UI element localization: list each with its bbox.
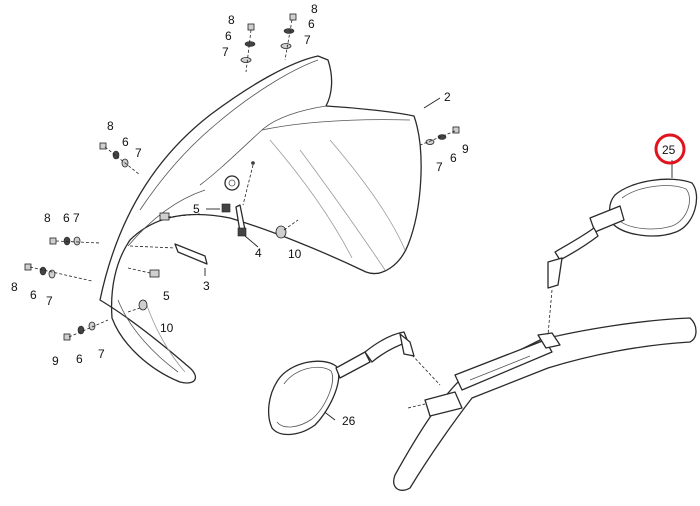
callout-6: 6 — [450, 151, 457, 165]
grommet-icon — [39, 266, 47, 276]
handlebar — [393, 317, 697, 491]
washer-icon — [73, 236, 81, 246]
screw-icon — [49, 237, 57, 245]
screw-icon — [289, 13, 297, 21]
callout-8: 8 — [11, 280, 18, 294]
grommet-icon — [283, 28, 295, 34]
callout-6: 6 — [308, 17, 315, 31]
callout-3: 3 — [203, 279, 210, 293]
callout-7: 7 — [135, 146, 142, 160]
callout-5: 5 — [163, 289, 170, 303]
callout-8: 8 — [44, 211, 51, 225]
callout-25: 25 — [662, 143, 676, 157]
callout-labels: 8 6 7 8 6 7 2 9 6 7 8 6 7 5 4 10 8 6 7 8… — [11, 2, 676, 428]
callout-9: 9 — [52, 354, 59, 368]
callout-4: 4 — [255, 246, 262, 260]
mirror-right — [547, 178, 698, 336]
grommet-icon — [244, 41, 256, 47]
callout-7: 7 — [98, 347, 105, 361]
callout-6: 6 — [63, 211, 70, 225]
callout-7: 7 — [304, 33, 311, 47]
screw-icon — [99, 142, 107, 150]
washer-icon — [425, 139, 435, 145]
callout-6: 6 — [122, 135, 129, 149]
rivet-icon — [275, 225, 287, 239]
callout-7: 7 — [222, 45, 229, 59]
callout-8: 8 — [311, 2, 318, 16]
callout-5: 5 — [193, 202, 200, 216]
callout-9: 9 — [462, 142, 469, 156]
callout-7: 7 — [436, 160, 443, 174]
washer-icon — [88, 321, 96, 331]
callout-7: 7 — [73, 211, 80, 225]
front-fairing — [99, 55, 422, 384]
clip-nut-icon — [221, 203, 231, 213]
callout-10: 10 — [160, 321, 174, 335]
callout-2: 2 — [444, 90, 451, 104]
hardware-group — [24, 13, 460, 341]
bracket-icon — [174, 243, 208, 265]
grommet-icon — [63, 236, 71, 246]
callout-26: 26 — [342, 414, 356, 428]
screw-icon — [247, 23, 255, 31]
bolt-head-icon — [237, 227, 247, 237]
callout-8: 8 — [107, 119, 114, 133]
callout-10: 10 — [288, 247, 302, 261]
screw-icon — [452, 126, 460, 134]
pin-icon — [251, 161, 255, 165]
callout-6: 6 — [76, 352, 83, 366]
rivet-icon — [138, 299, 148, 311]
callout-6: 6 — [225, 29, 232, 43]
clip-nut-icon — [159, 212, 170, 221]
callout-8: 8 — [228, 13, 235, 27]
mirror-left — [267, 331, 441, 436]
washer-icon — [240, 57, 252, 63]
washer-icon — [280, 43, 292, 49]
highlight-circle — [654, 133, 686, 165]
callout-7: 7 — [46, 294, 53, 308]
callout-6: 6 — [30, 288, 37, 302]
clip-nut-icon — [149, 269, 160, 278]
